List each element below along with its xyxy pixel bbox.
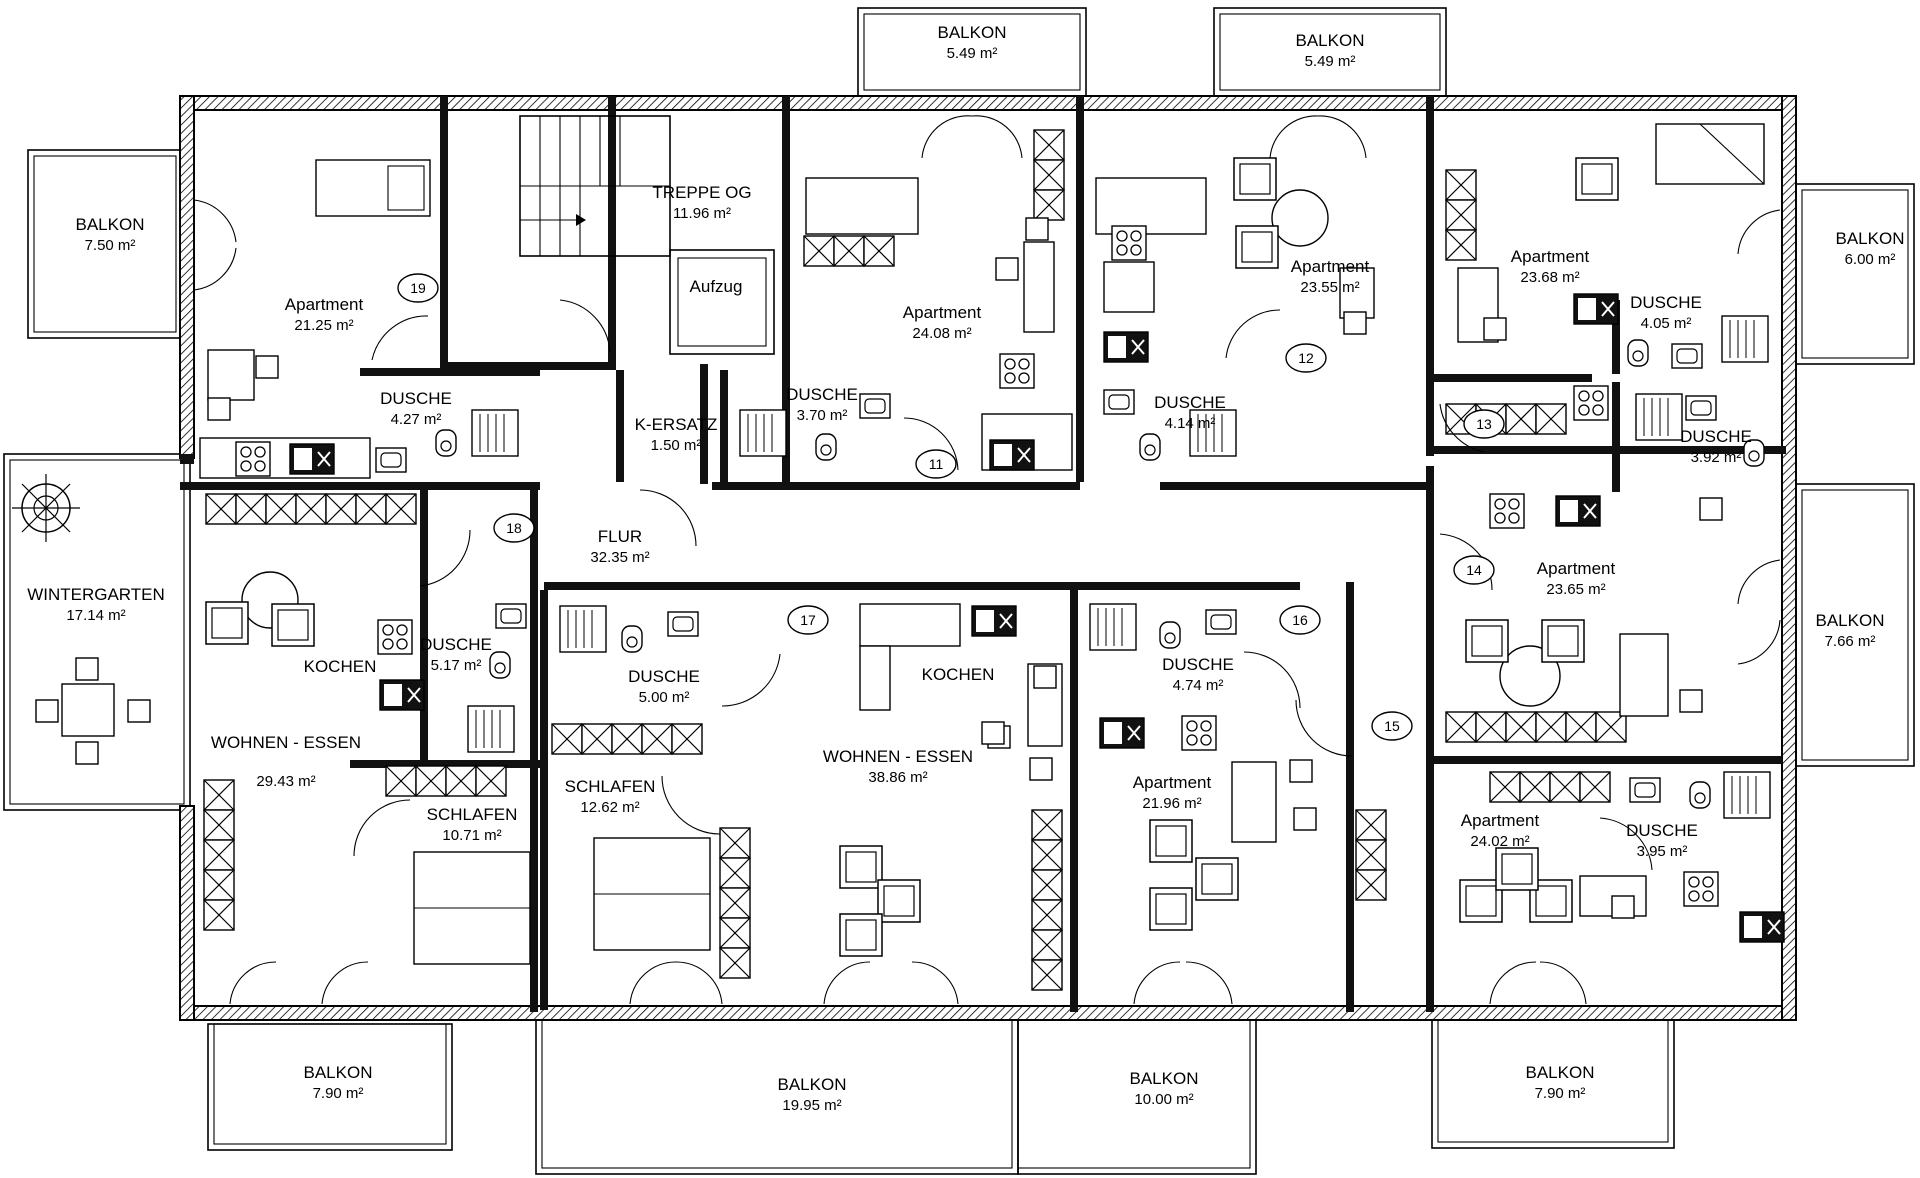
room-label: K-ERSATZ: [635, 415, 718, 434]
room-label: DUSCHE: [420, 635, 492, 654]
room-label: Apartment: [1291, 257, 1370, 276]
room-area: 4.74 m²: [1173, 677, 1224, 694]
wintergarten-plant-icon: [12, 474, 80, 542]
room-label: Apartment: [285, 295, 364, 314]
room-label: WOHNEN - ESSEN: [211, 733, 361, 752]
room-area: 11.96 m²: [673, 205, 731, 222]
room-area: 10.71 m²: [442, 827, 501, 844]
room-label: BALKON: [1836, 229, 1905, 248]
unit-number: 14: [1466, 562, 1482, 578]
room-area: 29.43 m²: [256, 773, 315, 790]
room-area: 7.50 m²: [85, 237, 136, 254]
room-area: 23.65 m²: [1546, 581, 1605, 598]
room-area: 17.14 m²: [66, 607, 125, 624]
room-area: 4.14 m²: [1165, 415, 1216, 432]
unit-numbers: 19 18 11 12 13 14 17 16 15: [397, 273, 1505, 741]
room-area: 7.66 m²: [1825, 633, 1876, 650]
room-area: 4.05 m²: [1641, 315, 1692, 332]
room-label: DUSCHE: [1162, 655, 1234, 674]
room-label: SCHLAFEN: [565, 777, 656, 796]
beds: [315, 123, 1765, 965]
room-area: 5.00 m²: [639, 689, 690, 706]
room-area: 32.35 m²: [590, 549, 649, 566]
room-label: DUSCHE: [380, 389, 452, 408]
room-label: DUSCHE: [1154, 393, 1226, 412]
room-area: 4.27 m²: [391, 411, 442, 428]
room-area: 7.90 m²: [313, 1085, 364, 1102]
unit-number: 16: [1292, 612, 1308, 628]
room-area: 3.92 m²: [1691, 449, 1742, 466]
room-label: BALKON: [1816, 611, 1885, 630]
unit-number: 12: [1298, 350, 1314, 366]
room-label: DUSCHE: [1630, 293, 1702, 312]
room-labels: BALKON 5.49 m² BALKON 5.49 m² BALKON 7.5…: [27, 23, 1904, 1114]
room-area: 21.96 m²: [1142, 795, 1201, 812]
room-label: Aufzug: [690, 277, 743, 296]
doors: [193, 115, 1781, 1005]
unit-number: 18: [506, 520, 522, 536]
furniture: [205, 157, 1723, 957]
fixtures: [199, 225, 1785, 943]
room-label: WINTERGARTEN: [27, 585, 165, 604]
room-label: Apartment: [903, 303, 982, 322]
balconies: [27, 7, 1915, 1175]
room-label: BALKON: [1296, 31, 1365, 50]
room-area: 5.49 m²: [1305, 53, 1356, 70]
room-label: FLUR: [598, 527, 642, 546]
unit-number: 17: [800, 612, 816, 628]
room-label: Apartment: [1537, 559, 1616, 578]
room-label: KOCHEN: [304, 657, 377, 676]
room-label: BALKON: [304, 1063, 373, 1082]
room-area: 5.49 m²: [947, 45, 998, 62]
unit-number: 15: [1384, 718, 1400, 734]
unit-number: 19: [410, 280, 426, 296]
room-area: 23.55 m²: [1300, 279, 1359, 296]
room-area: 23.68 m²: [1520, 269, 1579, 286]
room-area: 3.95 m²: [1637, 843, 1688, 860]
room-label: WOHNEN - ESSEN: [823, 747, 973, 766]
room-label: TREPPE OG: [652, 183, 751, 202]
outer-walls: [179, 95, 1797, 1021]
room-label: BALKON: [938, 23, 1007, 42]
room-area: 3.70 m²: [797, 407, 848, 424]
room-label: DUSCHE: [786, 385, 858, 404]
room-area: 10.00 m²: [1134, 1091, 1193, 1108]
room-area: 7.90 m²: [1535, 1085, 1586, 1102]
room-label: SCHLAFEN: [427, 805, 518, 824]
room-area: 21.25 m²: [294, 317, 353, 334]
room-label: DUSCHE: [1626, 821, 1698, 840]
room-area: 12.62 m²: [580, 799, 639, 816]
balcony-bottom-2: [535, 1019, 1019, 1175]
room-area: 24.08 m²: [912, 325, 971, 342]
balcony-top-2: [1213, 7, 1447, 97]
wintergarten-table-icon: [35, 657, 151, 765]
room-area: 19.95 m²: [782, 1097, 841, 1114]
room-area: 5.17 m²: [431, 657, 482, 674]
balcony-bottom-4: [1431, 1019, 1675, 1149]
wintergarten-structure: [3, 453, 191, 811]
room-label: DUSCHE: [628, 667, 700, 686]
room-label: Apartment: [1511, 247, 1590, 266]
balcony-right-top: [1795, 183, 1915, 365]
room-area: 24.02 m²: [1470, 833, 1529, 850]
room-label: BALKON: [76, 215, 145, 234]
stairs: [519, 115, 671, 257]
room-label: Apartment: [1461, 811, 1540, 830]
room-label: BALKON: [778, 1075, 847, 1094]
room-area: 1.50 m²: [651, 437, 702, 454]
room-label: BALKON: [1130, 1069, 1199, 1088]
room-area: 6.00 m²: [1845, 251, 1896, 268]
inner-walls: [180, 96, 1786, 1012]
room-label: Apartment: [1133, 773, 1212, 792]
unit-number: 11: [929, 456, 944, 472]
room-label: KOCHEN: [922, 665, 995, 684]
unit-number: 13: [1476, 416, 1492, 432]
room-area: 38.86 m²: [868, 769, 927, 786]
room-label: DUSCHE: [1680, 427, 1752, 446]
elevator: [669, 249, 775, 355]
room-label: BALKON: [1526, 1063, 1595, 1082]
